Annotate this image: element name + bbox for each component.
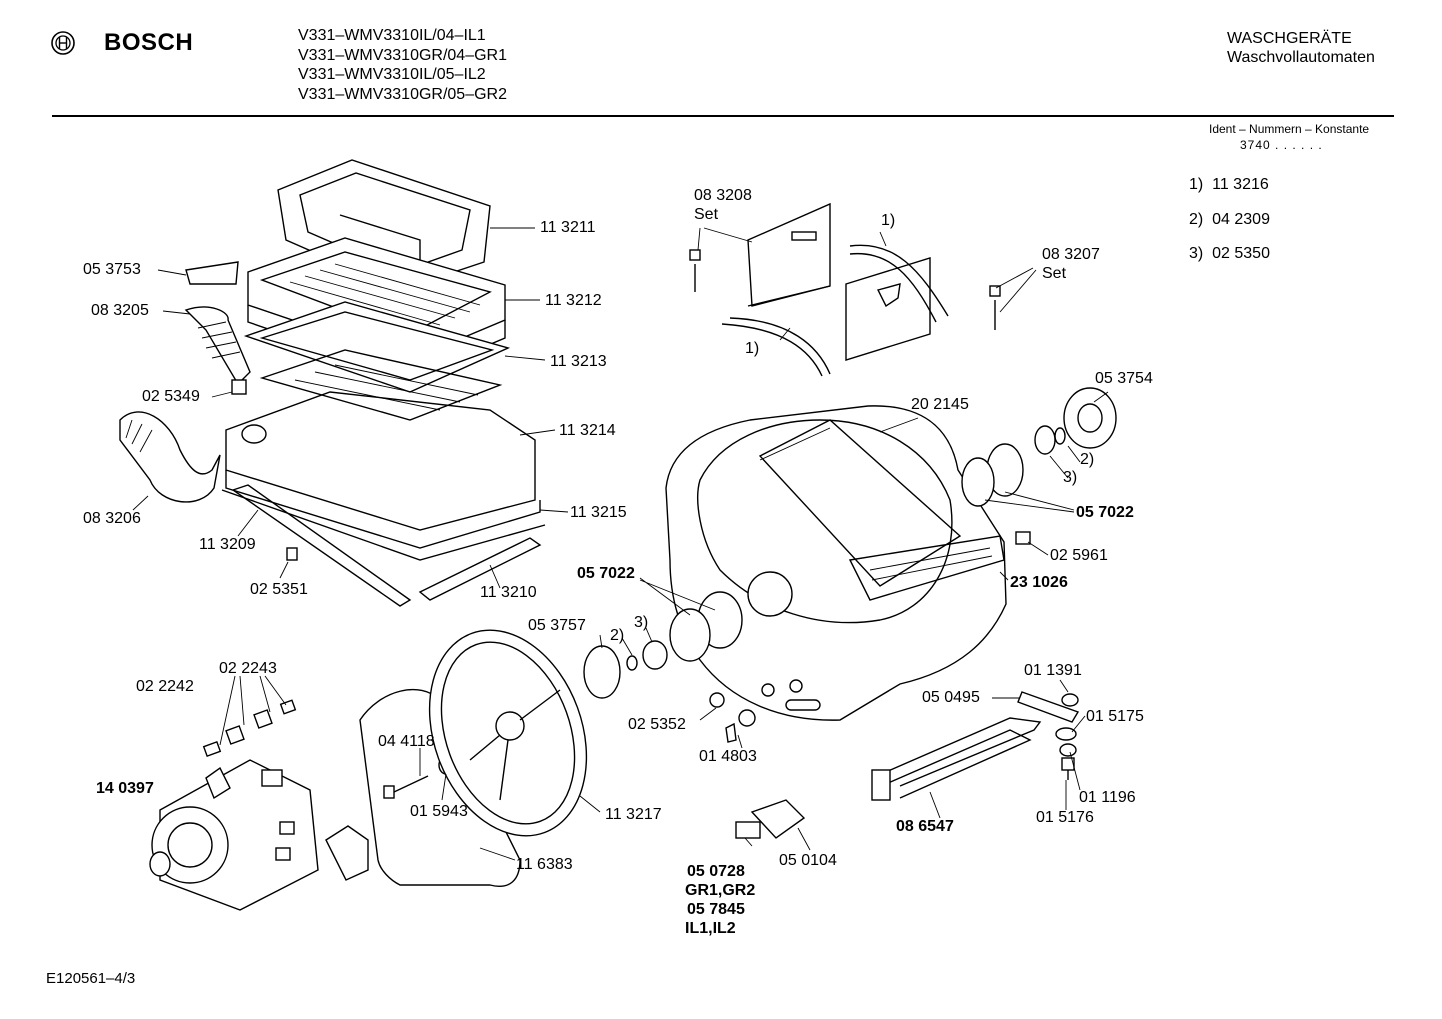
hoses-drawing: [119, 261, 251, 503]
part-label: 02 5351: [250, 581, 308, 598]
part-label: 11 3209: [199, 536, 256, 553]
ident-ref-label: 2): [610, 627, 625, 644]
ident-key: 3): [1189, 245, 1204, 262]
part-label: 05 0495: [922, 689, 980, 706]
ident-value: 02 5350: [1212, 245, 1270, 262]
header-divider: [52, 115, 1394, 117]
ident-ref-label: 1): [745, 340, 760, 357]
part-label: 20 2145: [911, 396, 969, 413]
category-line-2: Waschvollautomaten: [1227, 49, 1375, 66]
pulley-drawing: [428, 629, 588, 837]
part-label: 05 7022: [577, 565, 635, 582]
part-label: 14 0397: [96, 780, 154, 797]
model-line: V331–WMV3310GR/04–GR1: [298, 46, 507, 64]
ident-item: 3) 02 5350: [1189, 245, 1270, 263]
set-label: Set: [1042, 265, 1067, 282]
part-label: 08 3208: [694, 187, 752, 204]
ident-key: 1): [1189, 176, 1204, 193]
part-label: 11 6383: [516, 856, 573, 873]
model-line: V331–WMV3310GR/05–GR2: [298, 85, 507, 103]
ident-ref-label: 2): [1080, 451, 1095, 468]
part-label: 02 5352: [628, 716, 686, 733]
part-label: 01 5943: [410, 803, 468, 820]
drum-assembly-drawing: [665, 405, 1007, 721]
part-label: 01 1196: [1079, 789, 1136, 806]
category-title: WASCHGERÄTE Waschvollautomaten: [1227, 29, 1375, 67]
part-label: 02 2243: [219, 660, 277, 677]
part-label: 05 7022: [1076, 504, 1134, 521]
part-label: 08 3206: [83, 510, 141, 527]
part-label: 11 3217: [605, 806, 662, 823]
model-list: V331–WMV3310IL/04–IL1 V331–WMV3310GR/04–…: [298, 26, 507, 104]
part-label: 05 3753: [83, 261, 141, 278]
variant-label: IL1,IL2: [685, 920, 736, 937]
carbon-brushes-drawing: [202, 699, 297, 757]
part-label: 23 1026: [1010, 574, 1068, 591]
ident-ref-label: 1): [881, 212, 896, 229]
ident-value: 11 3216: [1212, 176, 1269, 193]
category-line-1: WASCHGERÄTE: [1227, 30, 1352, 47]
part-label: 11 3211: [540, 219, 596, 236]
ident-item: 2) 04 2309: [1189, 211, 1270, 229]
ident-item: 1) 11 3216: [1189, 176, 1269, 194]
ident-ref-label: 3): [1063, 469, 1078, 486]
ident-title: Ident – Nummern – Konstante: [1209, 122, 1370, 136]
part-label: 11 3214: [559, 422, 616, 439]
part-label: 08 3205: [91, 302, 149, 319]
part-label: 01 1391: [1024, 662, 1082, 679]
rear-bearing-drawing: [961, 387, 1117, 545]
part-label: 08 6547: [896, 818, 954, 835]
heater-fittings-drawing: [1017, 691, 1080, 780]
part-label: 05 0728: [687, 863, 745, 880]
ident-ref-label: 3): [634, 614, 649, 631]
motor-drawing: [149, 759, 319, 911]
ident-key: 2): [1189, 211, 1204, 228]
part-label: 02 5349: [142, 388, 200, 405]
model-line: V331–WMV3310IL/05–IL2: [298, 66, 486, 83]
part-label: 04 4118: [378, 733, 435, 750]
part-label: 01 5175: [1086, 708, 1144, 725]
part-label: 02 2242: [136, 678, 194, 695]
leader-lines: [132, 227, 1109, 861]
door-flap-set-drawing: [689, 202, 1001, 377]
variant-label: GR1,GR2: [685, 882, 756, 899]
ident-constant: 3740 . . . . . .: [1240, 138, 1323, 152]
part-label: 11 3212: [545, 292, 602, 309]
part-label: 11 3215: [570, 504, 627, 521]
bosch-logo-icon: [51, 31, 75, 55]
ident-value: 04 2309: [1212, 211, 1270, 228]
front-bearing-drawing: [583, 591, 756, 743]
set-label: Set: [694, 206, 719, 223]
part-label: 01 4803: [699, 748, 757, 765]
part-label: 08 3207: [1042, 246, 1100, 263]
part-label: 05 3754: [1095, 370, 1153, 387]
part-label: 02 5961: [1050, 547, 1108, 564]
part-label: 05 3757: [528, 617, 586, 634]
part-label: 05 7845: [687, 901, 745, 918]
drawing-code: E120561–4/3: [46, 970, 136, 987]
part-label: 05 0104: [779, 852, 837, 869]
part-label: 11 3210: [480, 584, 537, 601]
tub-top-drawing: [225, 349, 541, 549]
model-line: V331–WMV3310IL/04–IL1: [298, 27, 486, 44]
bracket-drawing: [325, 825, 369, 881]
part-label: 11 3213: [550, 353, 607, 370]
part-label: 01 5176: [1036, 809, 1094, 826]
sensor-drawing: [735, 799, 806, 839]
gasket-and-rails-drawing: [221, 484, 546, 607]
frame-stack-drawing: [243, 237, 511, 393]
heater-drawing: [871, 717, 1042, 801]
brand-name: BOSCH: [104, 29, 194, 56]
